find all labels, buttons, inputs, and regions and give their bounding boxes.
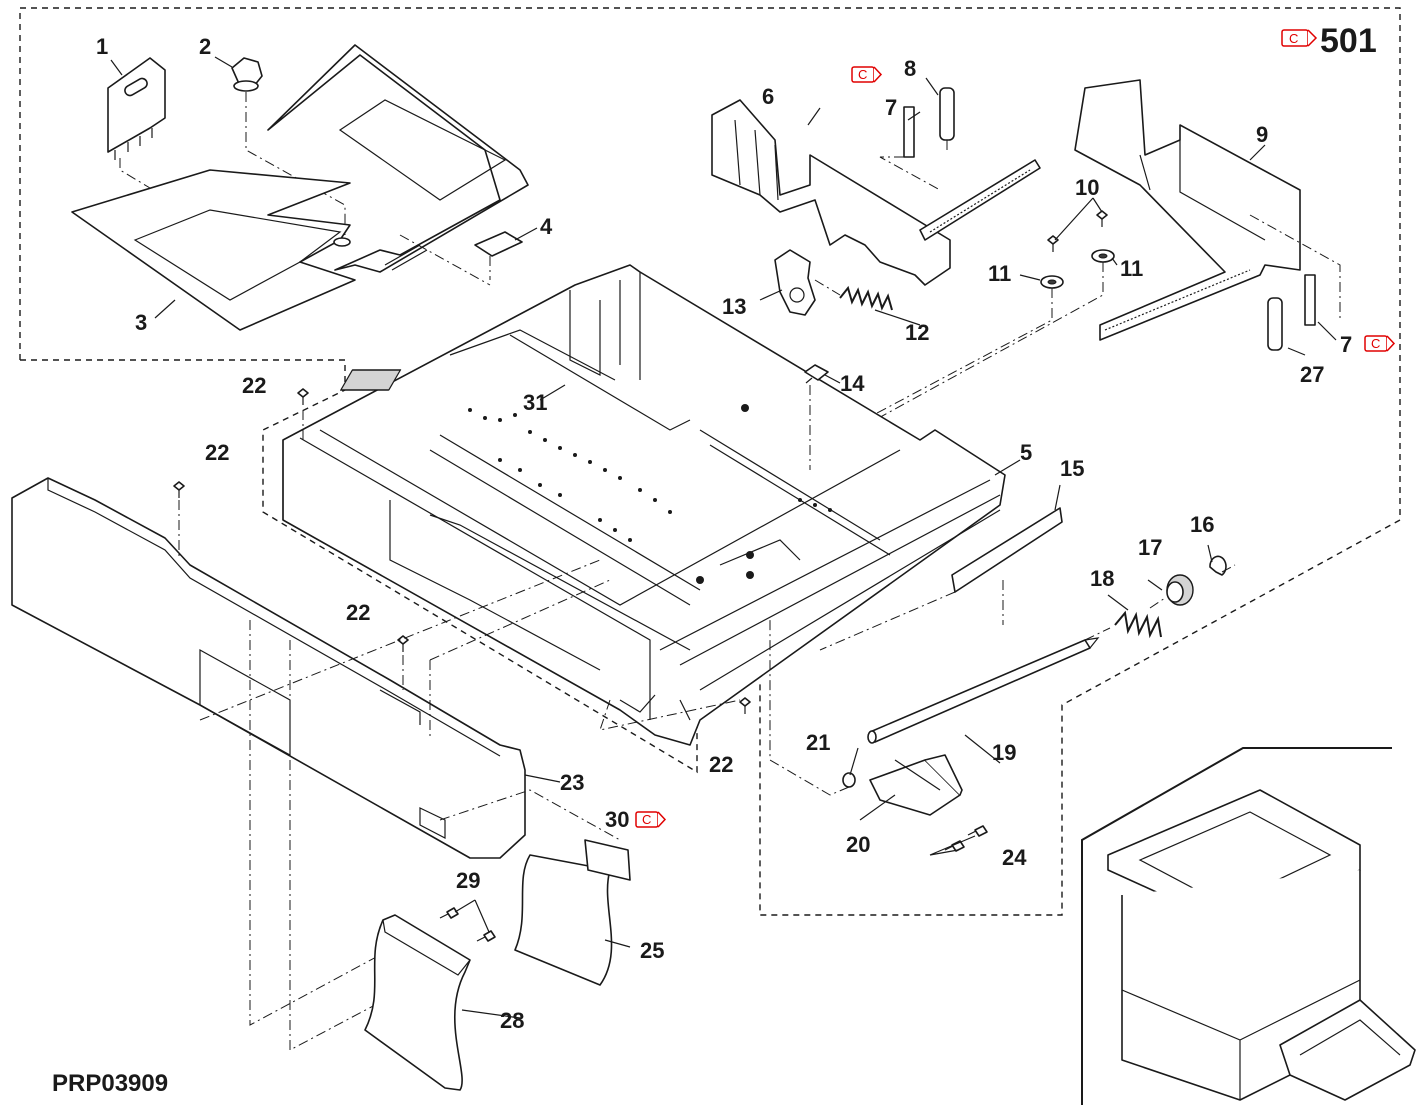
- svg-text:C: C: [858, 67, 867, 82]
- callout-4: 4: [540, 214, 553, 239]
- leader-lines: [110, 56, 1337, 1019]
- callout-28: 28: [500, 1008, 524, 1033]
- change-mark-30: C: [635, 811, 667, 828]
- part-13-lever: [774, 249, 841, 316]
- callout-labels: 1 2 3 4 5 6 7 7 8 9 10 11 11 12 13 14 15…: [96, 34, 1352, 1033]
- callout-23: 23: [560, 770, 584, 795]
- part-3-tray-cover: [71, 44, 529, 331]
- callout-29: 29: [456, 868, 480, 893]
- part-1-handle: [107, 57, 166, 189]
- part-8-pad: [939, 87, 955, 150]
- tray-floor-marks: [468, 404, 832, 584]
- callout-30: 30: [605, 807, 629, 832]
- callout-14: 14: [840, 371, 865, 396]
- part-20-bracket: [869, 754, 963, 816]
- callout-2: 2: [199, 34, 211, 59]
- callout-31: 31: [523, 390, 547, 415]
- callout-3: 3: [135, 310, 147, 335]
- part-6-side-guide: [711, 99, 1041, 286]
- callout-19: 19: [992, 740, 1016, 765]
- callout-7a: 7: [885, 95, 897, 120]
- part-14-pin: [804, 364, 829, 470]
- part-29-screws: [439, 907, 496, 942]
- part-19-shaft: [867, 627, 1111, 744]
- callout-24: 24: [1002, 845, 1027, 870]
- svg-text:C: C: [642, 812, 651, 827]
- part-12-spring: [839, 285, 893, 311]
- part-25-sheet: [514, 854, 613, 986]
- part-28-sheet: [364, 914, 471, 1091]
- part-16-clip: [1209, 555, 1236, 576]
- drawing-id: PRP03909: [52, 1070, 168, 1097]
- part-30-label: [584, 839, 631, 881]
- part-21-ring: [769, 620, 856, 796]
- callout-8: 8: [904, 56, 916, 81]
- part-4-pad: [399, 231, 523, 286]
- callout-11a: 11: [988, 261, 1011, 286]
- part-5-main-tray: [282, 264, 1006, 746]
- callout-12: 12: [905, 320, 929, 345]
- callout-22d: 22: [709, 752, 733, 777]
- page-code-marker: C 501: [1281, 22, 1377, 60]
- callout-7b: 7: [1340, 332, 1352, 357]
- part-9-side-guide: [1074, 79, 1301, 341]
- part-15-plate: [819, 507, 1063, 651]
- callout-15: 15: [1060, 456, 1084, 481]
- part-22-screws: [173, 388, 751, 714]
- machine-inset: [1081, 747, 1416, 1105]
- change-mark-8: C: [851, 66, 883, 83]
- part-18-spring: [1114, 597, 1166, 639]
- part-7-pad-right: [1304, 274, 1316, 326]
- change-mark-7b: C: [1364, 335, 1396, 352]
- callout-1: 1: [96, 34, 108, 59]
- callout-17: 17: [1138, 535, 1162, 560]
- callout-9: 9: [1256, 122, 1268, 147]
- callout-11b: 11: [1120, 256, 1143, 281]
- change-marks: C C C: [635, 66, 1396, 828]
- callout-16: 16: [1190, 512, 1214, 537]
- callout-21: 21: [806, 730, 830, 755]
- callout-22b: 22: [205, 440, 229, 465]
- callout-20: 20: [846, 832, 870, 857]
- callout-13: 13: [722, 294, 746, 319]
- part-24-screws: [944, 825, 988, 852]
- callout-18: 18: [1090, 566, 1114, 591]
- part-27-pad: [1267, 297, 1283, 351]
- part-10-screws: [1047, 210, 1108, 252]
- svg-text:C: C: [1371, 336, 1380, 351]
- callout-5: 5: [1020, 440, 1032, 465]
- callout-27: 27: [1300, 362, 1324, 387]
- callout-22a: 22: [242, 373, 266, 398]
- callout-22c: 22: [346, 600, 370, 625]
- group-boundary-upper: [19, 7, 1401, 916]
- guide-line-right: [1249, 214, 1341, 320]
- change-mark-text: C: [1289, 31, 1298, 46]
- construction-lines: [178, 410, 741, 1051]
- callout-6: 6: [762, 84, 774, 109]
- group-boundary-lower-left: [20, 359, 698, 774]
- callout-25: 25: [640, 938, 664, 963]
- page-code: 501: [1320, 22, 1377, 60]
- part-17-gear: [1166, 574, 1194, 606]
- part-7-pad-top: [879, 106, 941, 191]
- callout-10: 10: [1075, 175, 1099, 200]
